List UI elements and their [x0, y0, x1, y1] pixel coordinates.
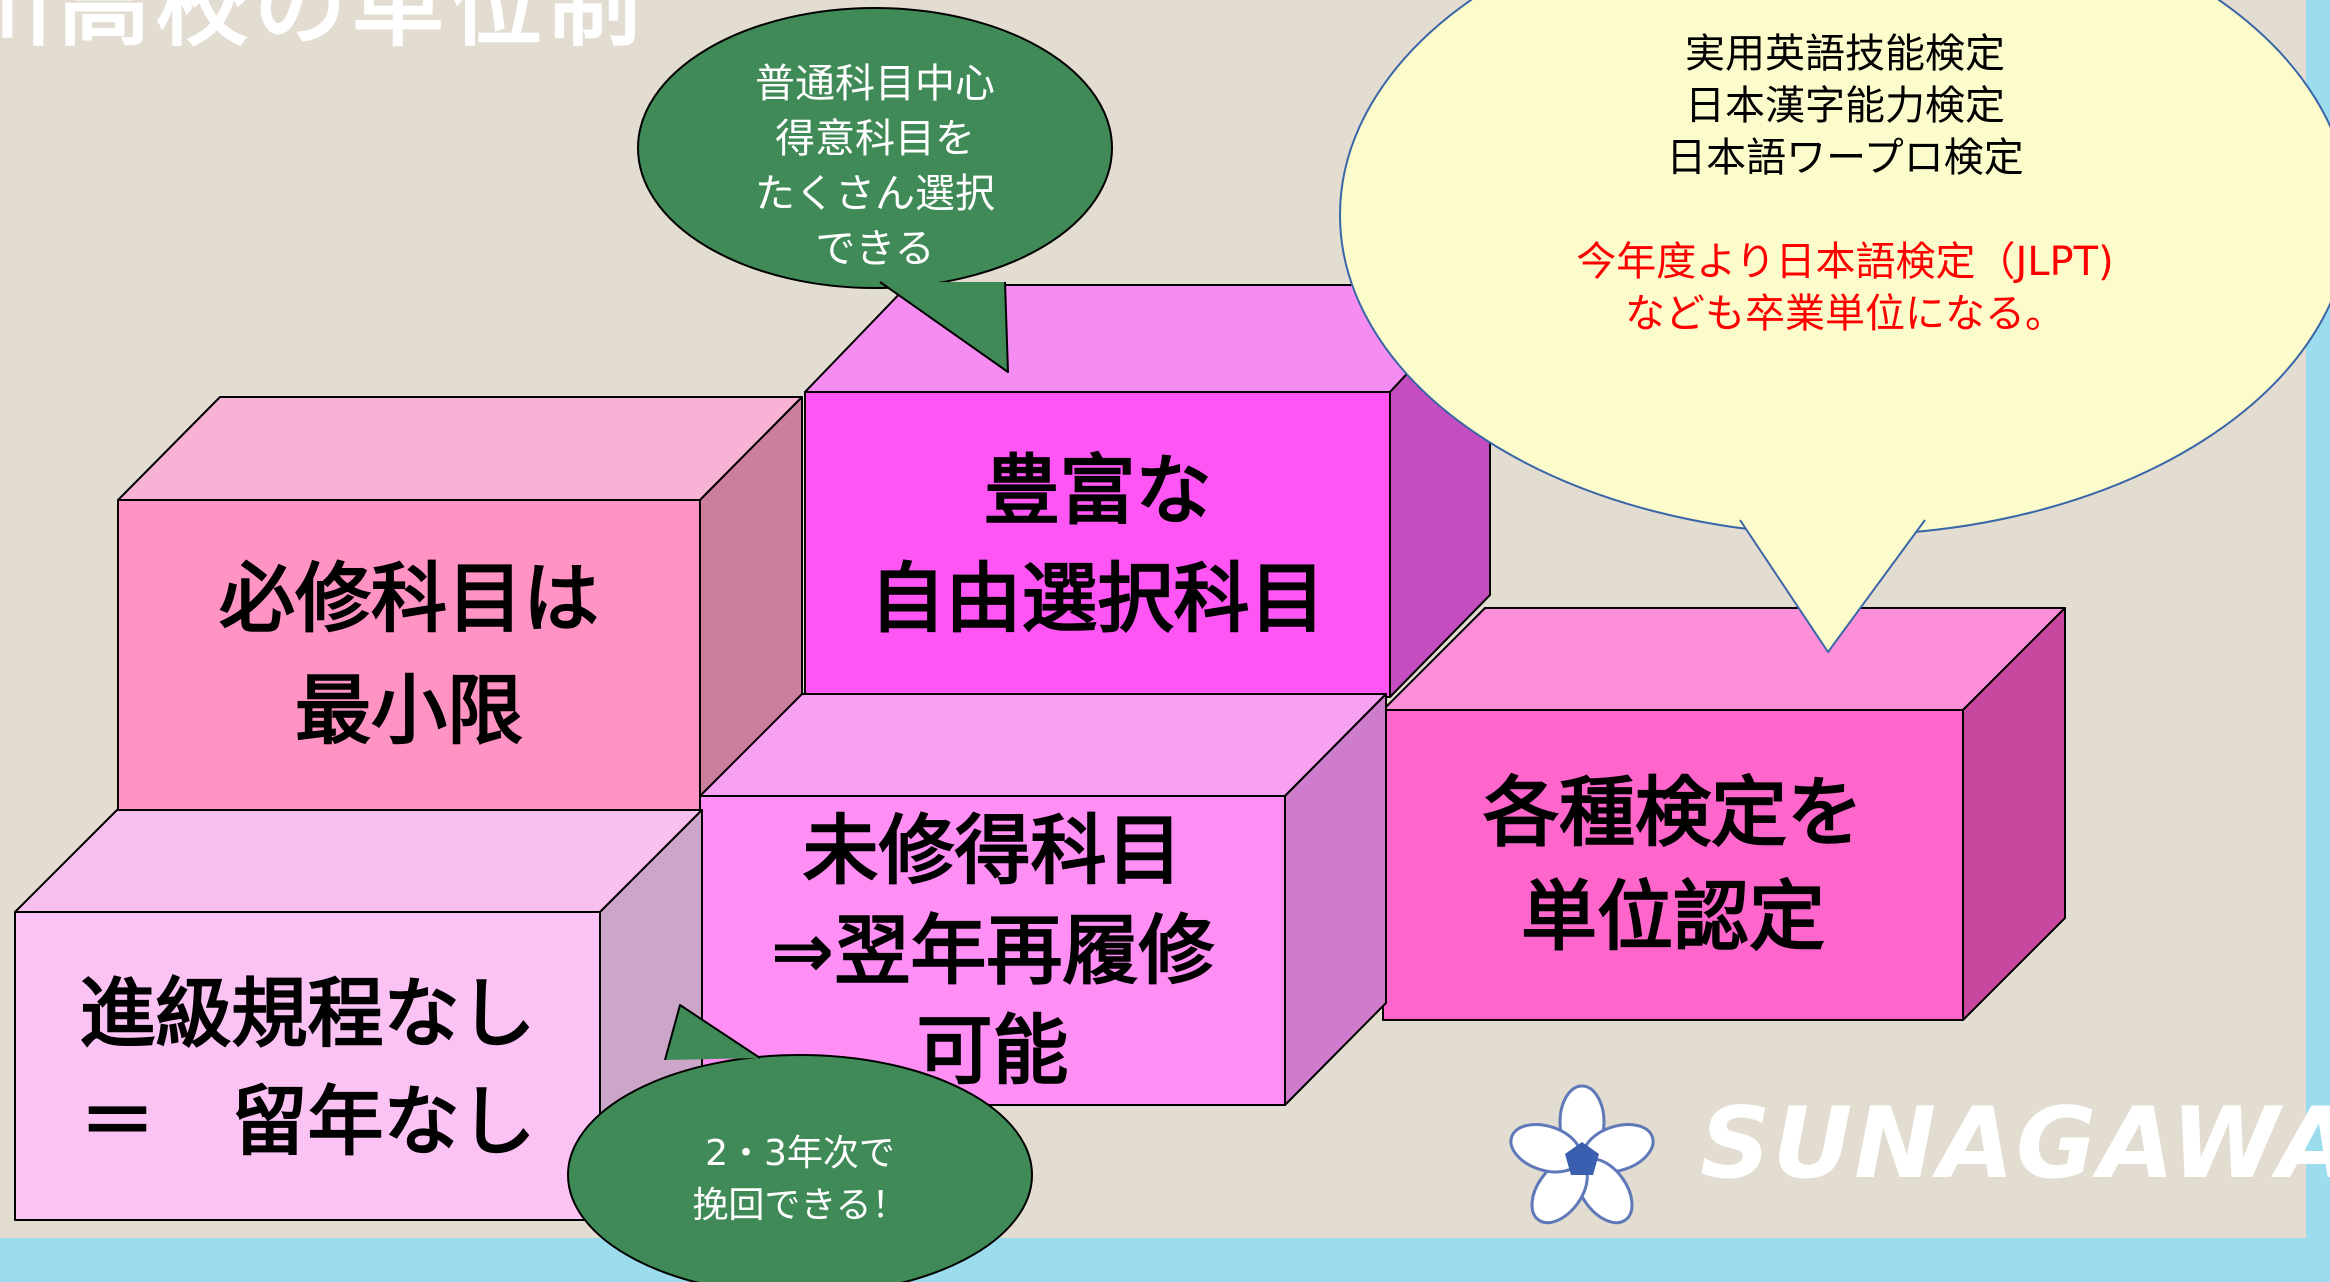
slide-title: 川高校の単位制 [0, 0, 647, 59]
block-certification-line2: 単位認定 [1521, 872, 1825, 961]
sakura-flower-icon [1509, 1084, 1655, 1225]
block-retake-shape [699, 693, 1387, 1106]
block-certification-shape [1382, 607, 2066, 1021]
block-no-retention-line1: 進級規程なし [79, 969, 536, 1058]
block-required-shape [117, 396, 803, 811]
bubble-general-subjects-line1: 普通科目中心 [755, 61, 995, 107]
block-no-retention-shape [14, 809, 703, 1221]
bubble-general-subjects-line4: できる [815, 226, 935, 272]
block-no-retention-line2: ＝ 留年なし [79, 1077, 536, 1166]
bubble-certs-note2: なども卒業単位になる。 [1625, 291, 2065, 337]
bubble-certs-line1: 実用英語技能検定 [1685, 31, 2005, 77]
block-certification-line1: 各種検定を [1483, 768, 1863, 857]
block-retake: 未修得科目 ⇒翌年再履修 可能 [700, 796, 1285, 1105]
bottom-frame-band [0, 1238, 2330, 1282]
bubble-recover-line1: 2・3年次で [705, 1133, 895, 1174]
block-required: 必修科目は 最小限 [118, 500, 700, 810]
bubble-certs-line3: 日本語ワープロ検定 [1666, 135, 2024, 181]
block-retake-line1: 未修得科目 [802, 805, 1183, 895]
block-electives-line1: 豊富な [983, 445, 1212, 535]
logo-text: SUNAGAWA [1700, 1087, 2330, 1201]
bubble-certs-shape [1339, 0, 2330, 653]
bubble-recover: 2・3年次で 挽回できる！ [600, 1120, 1000, 1240]
block-no-retention: 進級規程なし ＝ 留年なし [15, 948, 600, 1188]
block-electives: 豊富な 自由選択科目 [805, 392, 1390, 697]
bubble-certs-note1: 今年度より日本語検定（JLPT) [1576, 239, 2114, 285]
block-electives-shape [804, 284, 1491, 698]
bubble-recover-line2: 挽回できる！ [692, 1185, 908, 1226]
block-electives-line2: 自由選択科目 [869, 553, 1326, 643]
block-certification: 各種検定を 単位認定 [1383, 710, 1963, 1020]
block-required-line1: 必修科目は [219, 554, 599, 643]
bubble-general-subjects: 普通科目中心 得意科目を たくさん選択 できる [655, 52, 1095, 282]
bubble-general-subjects-line3: たくさん選択 [755, 171, 995, 217]
bubble-general-subjects-line2: 得意科目を [775, 116, 975, 162]
bubble-certs: 実用英語技能検定 日本漢字能力検定 日本語ワープロ検定 今年度より日本語検定（J… [1470, 28, 2220, 388]
block-retake-line3: 可能 [916, 1005, 1069, 1095]
bubble-general-subjects-shape [637, 7, 1113, 373]
bubble-recover-shape [567, 1004, 1033, 1282]
bubble-certs-line2: 日本漢字能力検定 [1685, 83, 2005, 129]
block-required-line2: 最小限 [295, 666, 523, 755]
block-retake-line2: ⇒翌年再履修 [770, 905, 1215, 995]
